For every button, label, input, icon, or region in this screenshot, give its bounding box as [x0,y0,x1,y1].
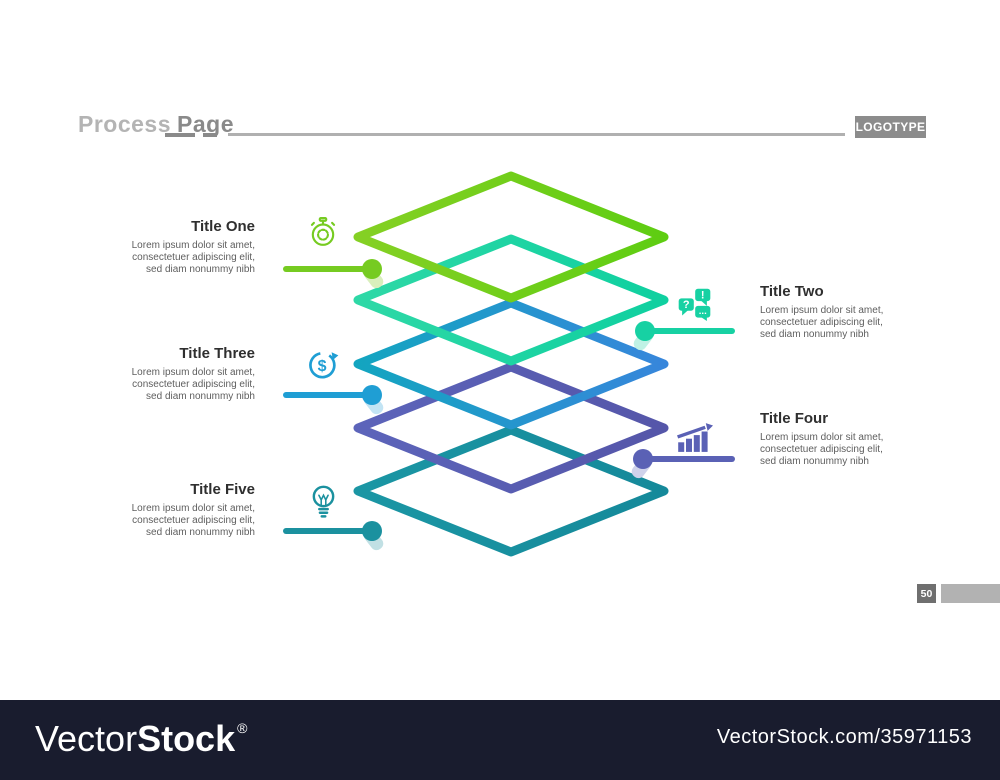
label-block-title-five: Title Five Lorem ipsum dolor sit amet, c… [105,481,255,539]
diamond-layer-3 [353,298,669,430]
item-text-line: sed diam nonummy nibh [146,390,255,402]
item-title: Title Three [179,345,255,362]
bubble-glyph: ... [699,306,707,317]
item-text-line: Lorem ipsum dolor sit amet, [760,305,884,316]
label-block-title-three: Title Three Lorem ipsum dolor sit amet, … [105,345,255,403]
logotype-badge: LOGOTYPE [855,116,926,138]
item-text-line: sed diam nonummy nibh [146,526,255,538]
item-text-line: consectetuer adipiscing elit, [132,514,255,526]
footer-bar: VectorStock® VectorStock.com/35971153 [0,700,1000,780]
item-text-line: Lorem ipsum dolor sit amet, [131,367,255,378]
vectorstock-logo: VectorStock® [35,718,247,760]
stopwatch-icon [310,217,336,246]
dollar-refresh-icon: $ [309,351,339,379]
item-text-line: consectetuer adipiscing elit, [132,251,255,263]
item-text-line: Lorem ipsum dolor sit amet, [131,503,255,514]
connector-dot [633,449,653,469]
label-block-title-four: Title Four Lorem ipsum dolor sit amet, c… [760,410,970,468]
connector-line [283,528,368,534]
item-title: Title Four [760,410,829,427]
bubble-glyph: ? [683,299,690,311]
bubble-glyph: ! [701,290,705,302]
label-block-title-two: Title Two Lorem ipsum dolor sit amet, co… [760,283,970,341]
item-text-line: Lorem ipsum dolor sit amet, [131,240,255,251]
title-underline-segment [165,133,195,137]
connector-line [283,266,368,272]
item-text-line: sed diam nonummy nibh [146,263,255,275]
connector-dot [362,259,382,279]
connector-line [647,456,735,462]
registered-mark: ® [237,720,248,736]
connector-line [649,328,735,334]
item-title: Title Two [760,283,824,300]
page-title-word1: Process [78,111,172,137]
connector-dot [362,521,382,541]
chat-bubbles-icon: ? ! ... [678,288,711,321]
item-text-line: consectetuer adipiscing elit, [132,378,255,390]
page-number-badge: 50 [917,584,936,603]
diamond-layer-5 [353,425,669,557]
connector-line [283,392,368,398]
brand-word-vector: Vector [35,718,138,759]
item-text-line: Lorem ipsum dolor sit amet, [760,432,884,443]
diamond-layer-1 [353,171,669,303]
dollar-glyph: $ [318,358,327,375]
brand-word-stock: Stock [137,718,236,759]
item-text-line: sed diam nonummy nibh [760,328,869,340]
lightbulb-icon [312,485,335,518]
item-title: Title One [191,218,255,235]
growth-chart-icon [677,423,713,452]
diamond-layer-4 [353,362,669,494]
item-text-line: consectetuer adipiscing elit, [760,316,883,328]
label-block-title-one: Title One Lorem ipsum dolor sit amet, co… [105,218,255,276]
page-number-bar [941,584,1000,603]
header-rule-line [228,133,845,136]
title-underline-segment [203,133,217,137]
vectorstock-url: VectorStock.com/35971153 [716,726,972,748]
connector-dot [362,385,382,405]
item-text-line: sed diam nonummy nibh [760,455,869,467]
page-title-word2: Page [177,111,234,137]
diamond-layer-2 [353,234,669,366]
item-text-line: consectetuer adipiscing elit, [760,443,883,455]
connector-dot [635,321,655,341]
item-title: Title Five [190,481,255,498]
